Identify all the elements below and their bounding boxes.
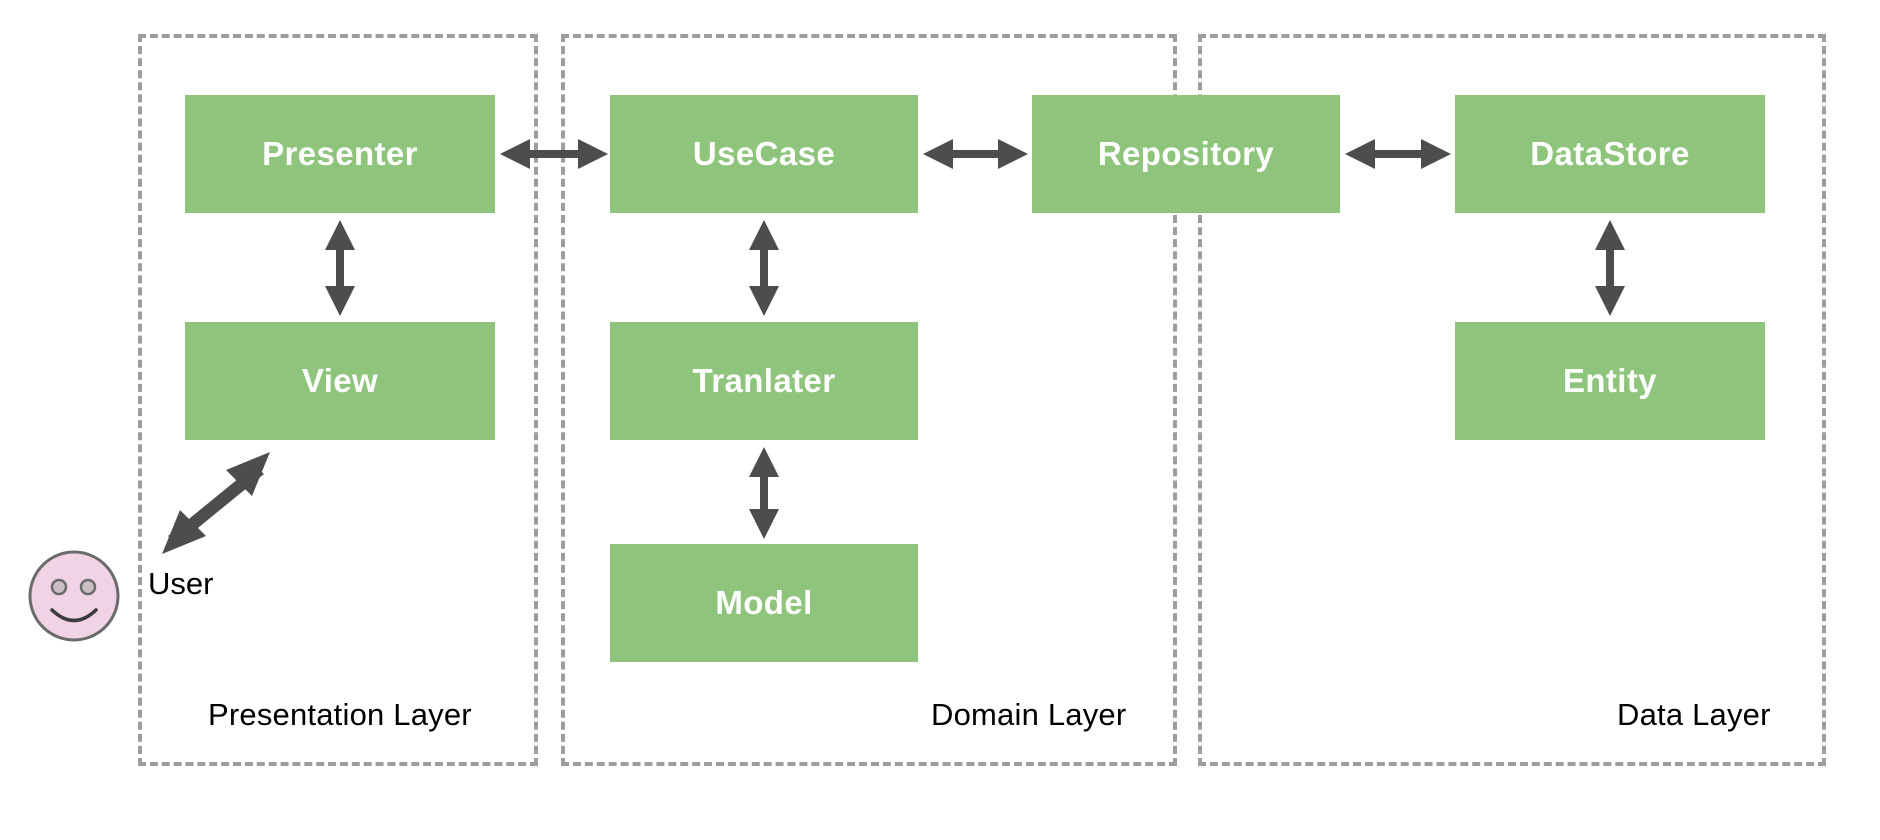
node-presenter-label: Presenter: [262, 135, 418, 172]
node-entity[interactable]: Entity: [1455, 322, 1765, 440]
node-repository-label: Repository: [1097, 135, 1275, 172]
layer-data[interactable]: [1198, 34, 1826, 766]
node-view-label: View: [301, 362, 379, 399]
node-datastore[interactable]: DataStore: [1455, 95, 1765, 213]
node-presenter[interactable]: Presenter: [185, 95, 495, 213]
node-tranlater[interactable]: Tranlater: [610, 322, 918, 440]
node-entity-label: Entity: [1562, 362, 1658, 399]
node-model-label: Model: [715, 584, 813, 621]
layer-presentation-label: Presentation Layer: [208, 697, 472, 732]
node-model[interactable]: Model: [610, 544, 918, 662]
node-view[interactable]: View: [185, 322, 495, 440]
layer-domain[interactable]: [561, 34, 1177, 766]
layer-data-label: Data Layer: [1617, 697, 1771, 732]
smiley-face-icon: [28, 550, 120, 642]
node-usecase-label: UseCase: [692, 135, 836, 172]
node-tranlater-label: Tranlater: [692, 362, 836, 399]
node-datastore-label: DataStore: [1530, 135, 1690, 172]
layer-presentation[interactable]: [138, 34, 538, 766]
node-usecase[interactable]: UseCase: [610, 95, 918, 213]
node-repository[interactable]: Repository: [1032, 95, 1340, 213]
layer-domain-label: Domain Layer: [931, 697, 1127, 732]
user-label: User: [148, 566, 214, 601]
